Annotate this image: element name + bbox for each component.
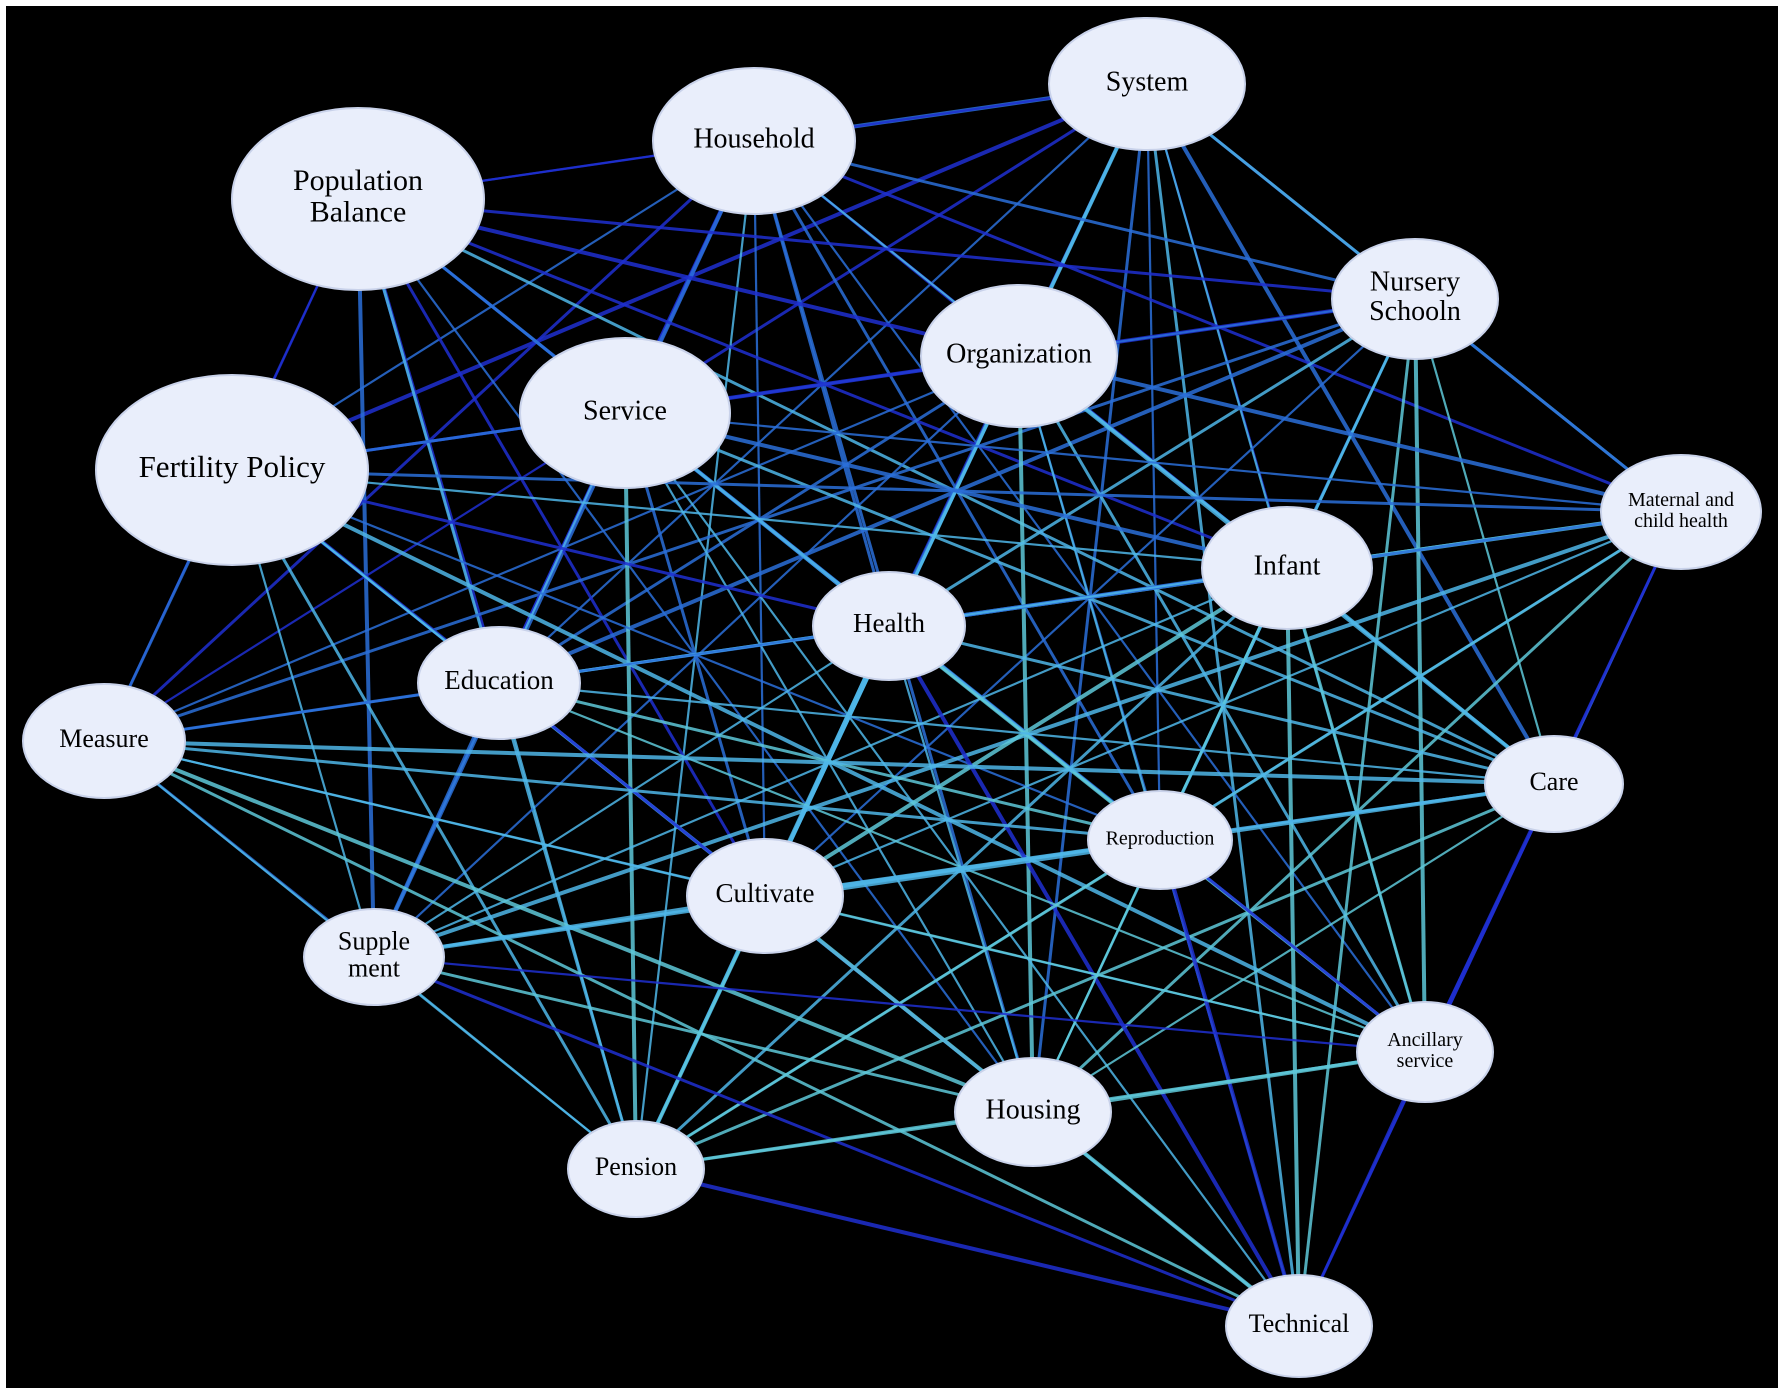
node-housing-ellipse xyxy=(954,1057,1112,1167)
node-label-fertility-policy: Fertility Policy xyxy=(139,449,326,484)
node-system: System xyxy=(1048,17,1246,151)
edge-organization-maternal-child-health xyxy=(1018,354,1682,514)
edge-pension-technical xyxy=(635,1167,1300,1328)
node-health: Health xyxy=(812,571,966,681)
node-organization-ellipse xyxy=(920,284,1118,428)
edge-population-balance-nursery-school xyxy=(357,197,1416,301)
edge-infant-cultivate xyxy=(763,566,1289,898)
node-label-ancillary-service-line1: Ancillary xyxy=(1387,1029,1463,1051)
edge-service-maternal-child-health xyxy=(624,411,1682,514)
node-maternal-child-health-ellipse xyxy=(1600,454,1762,570)
edge-supplement-ancillary-service xyxy=(373,955,1426,1054)
node-household-ellipse xyxy=(652,67,856,215)
edge-health-care xyxy=(888,624,1555,786)
node-label-health: Health xyxy=(853,608,925,638)
node-label-nursery-school-line2: Schooln xyxy=(1369,296,1461,327)
node-label-organization: Organization xyxy=(946,338,1092,369)
node-label-household: Household xyxy=(693,123,814,154)
node-cultivate: Cultivate xyxy=(686,838,844,954)
node-measure-ellipse xyxy=(22,683,186,799)
node-label-infant: Infant xyxy=(1254,550,1321,581)
edge-education-care xyxy=(498,681,1555,786)
edge-measure-care xyxy=(103,739,1555,786)
node-education: Education xyxy=(417,626,581,740)
edge-fertility-policy-infant xyxy=(231,468,1288,570)
node-label-measure: Measure xyxy=(59,724,149,753)
node-service: Service xyxy=(519,337,731,489)
node-ancillary-service-ellipse xyxy=(1356,1001,1494,1103)
edge-cultivate-ancillary-service xyxy=(764,894,1426,1054)
edge-care-pension xyxy=(635,782,1555,1171)
node-label-ancillary-service-line2: service xyxy=(1397,1050,1454,1072)
node-label-population-balance-line2: Balance xyxy=(310,196,407,229)
edge-measure-reproduction xyxy=(103,739,1161,842)
node-technical-ellipse xyxy=(1225,1274,1373,1378)
node-label-cultivate: Cultivate xyxy=(716,878,815,908)
node-service-ellipse xyxy=(519,337,731,489)
node-care: Care xyxy=(1484,735,1624,833)
node-label-reproduction: Reproduction xyxy=(1106,828,1215,850)
node-cultivate-ellipse xyxy=(686,838,844,954)
node-technical: Technical xyxy=(1225,1274,1373,1378)
node-label-technical: Technical xyxy=(1249,1309,1350,1338)
node-fertility-policy: Fertility Policy xyxy=(95,374,369,566)
node-infant-ellipse xyxy=(1201,506,1373,630)
node-health-ellipse xyxy=(812,571,966,681)
node-population-balance-ellipse xyxy=(231,107,485,291)
edge-infant-ancillary-service xyxy=(1285,567,1427,1053)
node-label-maternal-child-health-line2: child health xyxy=(1634,510,1728,532)
node-reproduction: Reproduction xyxy=(1087,790,1233,890)
node-pension-ellipse xyxy=(567,1120,705,1218)
node-label-service: Service xyxy=(583,395,667,426)
node-household: Household xyxy=(652,67,856,215)
node-label-supplement-line2: ment xyxy=(348,954,401,983)
node-organization: Organization xyxy=(920,284,1118,428)
node-label-supplement-line1: Supple xyxy=(338,926,410,955)
node-education-ellipse xyxy=(417,626,581,740)
node-nursery-school-ellipse xyxy=(1331,238,1499,360)
node-care-ellipse xyxy=(1484,735,1624,833)
node-fertility-policy-ellipse xyxy=(95,374,369,566)
node-layer: SystemHouseholdPopulationBalanceNurseryS… xyxy=(22,17,1762,1378)
node-label-care: Care xyxy=(1529,767,1578,796)
node-label-education: Education xyxy=(444,665,554,695)
node-label-nursery-school-line1: Nursery xyxy=(1370,267,1460,298)
edge-supplement-housing xyxy=(373,955,1034,1114)
node-label-pension: Pension xyxy=(595,1152,677,1181)
node-label-housing: Housing xyxy=(986,1094,1081,1125)
node-housing: Housing xyxy=(954,1057,1112,1167)
node-label-maternal-child-health-line1: Maternal and xyxy=(1628,489,1734,511)
node-label-population-balance-line1: Population xyxy=(293,164,423,197)
node-label-system: System xyxy=(1106,66,1189,97)
node-supplement-ellipse xyxy=(303,908,445,1006)
node-system-ellipse xyxy=(1048,17,1246,151)
edge-household-nursery-school xyxy=(753,139,1416,301)
node-pension: Pension xyxy=(567,1120,705,1218)
node-infant: Infant xyxy=(1201,506,1373,630)
edge-fertility-policy-maternal-child-health xyxy=(231,468,1682,514)
node-measure: Measure xyxy=(22,683,186,799)
node-reproduction-ellipse xyxy=(1087,790,1233,890)
